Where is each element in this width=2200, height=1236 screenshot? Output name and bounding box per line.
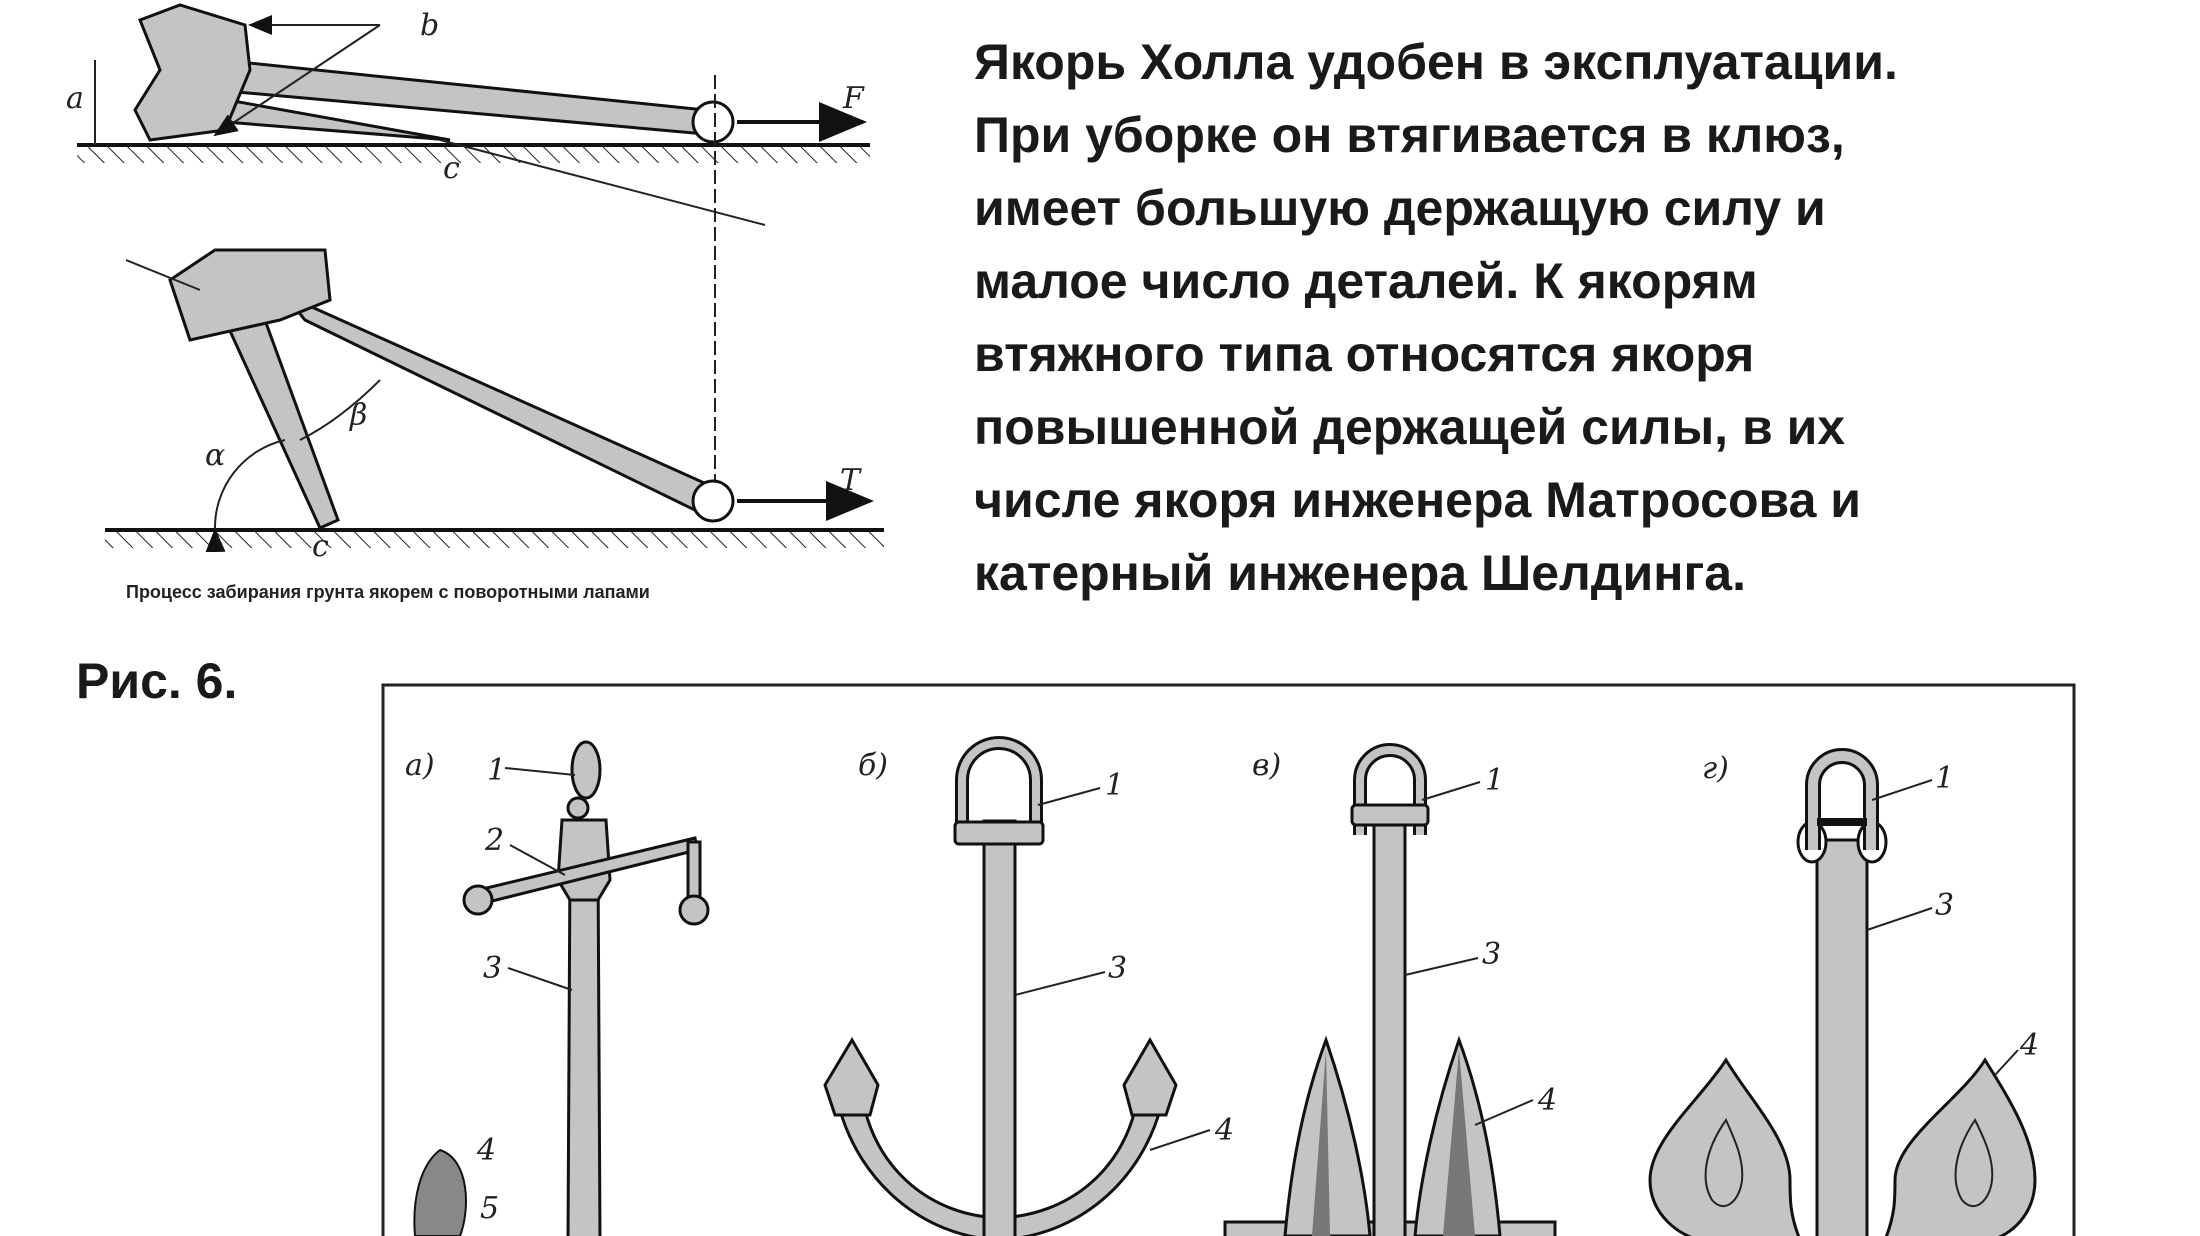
ground-hatching xyxy=(77,147,870,163)
part-number: 4 xyxy=(476,1133,496,1168)
shackle-pin xyxy=(1350,803,1430,827)
anchor-fluke xyxy=(1648,1057,1801,1236)
part-number: 4 xyxy=(2019,1028,2039,1063)
part-number: 1 xyxy=(1485,763,1504,798)
shackle-ring xyxy=(566,796,590,820)
part-number: 4 xyxy=(1214,1113,1234,1148)
text-line: малое число деталей. К якорям xyxy=(974,253,1758,309)
part-number: 4 xyxy=(1537,1083,1557,1118)
anchor-head xyxy=(168,248,332,342)
anchor-letter: а) xyxy=(405,748,435,783)
text-line: Якорь Холла удобен в эксплуатации. xyxy=(974,34,1898,90)
anchor-ring xyxy=(691,100,735,144)
part-number: 1 xyxy=(1105,768,1124,803)
diagram-caption: Процесс забирания грунта якорем с поворо… xyxy=(126,582,650,602)
shackle xyxy=(570,740,602,800)
label-c: c xyxy=(312,529,329,564)
anchor-letter: в) xyxy=(1252,748,1281,783)
anchor-d-sheldinga: г) 1 3 4 xyxy=(1648,748,2039,1236)
label-T: T xyxy=(840,463,862,498)
stock-ball xyxy=(462,884,494,916)
anchor-digging-diagram: b a F c α β T c Процесс забирания грунта… xyxy=(66,3,884,602)
anchor-fluke xyxy=(413,1148,467,1236)
part-number: 3 xyxy=(1482,937,1501,972)
label-c: c xyxy=(443,151,460,186)
part-number: 2 xyxy=(484,823,504,858)
anchor-fluke xyxy=(222,310,340,530)
leader-line xyxy=(507,967,573,991)
part-number: 3 xyxy=(1935,888,1954,923)
anchor-shank xyxy=(1372,803,1407,1236)
anchor-fluke xyxy=(823,1037,880,1117)
leader-line xyxy=(1014,971,1106,996)
anchor-fluke xyxy=(1122,1037,1178,1117)
leader-line xyxy=(1149,1129,1211,1151)
part-number: 5 xyxy=(480,1191,499,1226)
anchor-ring xyxy=(691,479,735,523)
leader-line xyxy=(509,844,566,876)
leader-line xyxy=(1037,787,1101,806)
leader-line xyxy=(1404,957,1479,976)
leader-line xyxy=(1871,779,1933,801)
label-alpha: α xyxy=(205,438,225,473)
part-number: 1 xyxy=(487,753,506,788)
stock-ball xyxy=(678,894,710,926)
part-number: 3 xyxy=(1108,951,1127,986)
anchor-shank xyxy=(982,819,1017,1236)
part-number: 1 xyxy=(1935,761,1954,796)
label-b: b xyxy=(420,8,439,43)
angle-arc-alpha xyxy=(205,439,286,553)
text-line: имеет большую держащую силу и xyxy=(974,180,1826,236)
anchor-a-admiralty: а) 1 2 3 4 5 xyxy=(405,740,710,1236)
text-line: втяжного типа относятся якоря xyxy=(974,326,1755,382)
text-line: катерный инженера Шелдинга. xyxy=(974,545,1746,601)
anchor-c-matrosov: в) 1 3 4 xyxy=(1223,743,1557,1236)
label-a: a xyxy=(66,81,84,116)
fluke-inner-contour xyxy=(1954,1118,1994,1208)
fluke-shading xyxy=(1312,1050,1330,1236)
label-F: F xyxy=(842,81,865,116)
leader-line xyxy=(1474,1099,1534,1126)
direction-line xyxy=(439,139,766,226)
anchor-shank xyxy=(566,858,602,1236)
fluke-shading xyxy=(1443,1050,1475,1236)
text-line: При уборке он втягивается в клюз, xyxy=(974,107,1845,163)
ground-hatching xyxy=(105,532,884,548)
leader-line xyxy=(1994,1049,2019,1076)
part-number: 3 xyxy=(483,951,502,986)
pointer-line xyxy=(213,24,381,137)
anchor-letter: б) xyxy=(858,748,888,783)
label-beta: β xyxy=(349,398,367,433)
description-text: Якорь Холла удобен в эксплуатации. При у… xyxy=(974,26,2174,610)
leader-line xyxy=(1421,781,1481,801)
anchor-letter: г) xyxy=(1702,751,1729,786)
leader-line xyxy=(1866,907,1933,931)
anchor-b-hall: б) 1 3 4 xyxy=(823,736,1234,1236)
fluke-inner-contour xyxy=(1704,1117,1744,1208)
pointer-line xyxy=(125,259,201,291)
anchor-shank xyxy=(1815,838,1869,1236)
angle-arc-beta xyxy=(299,379,381,441)
text-line: числе якоря инженера Матросова и xyxy=(974,472,1862,528)
shackle-pin xyxy=(953,820,1045,846)
leader-line xyxy=(504,767,576,776)
anchor-types-frame xyxy=(381,683,2076,1236)
figure-label: Рис. 6. xyxy=(76,653,238,709)
text-line: повышенной держащей силы, в их xyxy=(974,399,1846,455)
shackle-pin xyxy=(1817,818,1867,826)
